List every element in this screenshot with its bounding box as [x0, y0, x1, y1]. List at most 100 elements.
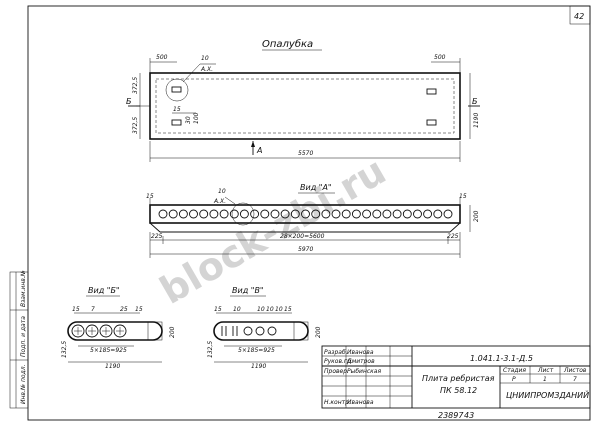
role-3: Провер.: [324, 368, 349, 375]
view-b-dim-spacing: 5×185=925: [90, 347, 127, 354]
view-a-dim-top-left: 15: [146, 193, 154, 200]
view-a-callout-sub: А.Х.: [213, 198, 226, 205]
name-4: Иванова: [347, 399, 374, 406]
view-v-dim-height: 200: [315, 326, 322, 338]
view-a-dim-height: 200: [473, 210, 480, 222]
role-1: Разраб.: [324, 349, 348, 356]
plan-dim-top-right: 500: [434, 54, 446, 61]
rib-hole: [311, 209, 321, 219]
view-a-dim-top-right: 15: [459, 193, 467, 200]
end-rib-v-hatch: [293, 321, 309, 341]
rib-hole: [301, 209, 310, 219]
sheet-frame: [27, 5, 591, 421]
plan-dim-left-upper: 372,5: [132, 77, 139, 94]
view-b-dim-left: 132,5: [61, 341, 68, 358]
watermark: block-zbi.ru: [153, 148, 394, 312]
view-b-dim-4: 15: [135, 306, 143, 313]
view-a-dim-spacing: 28×200=5600: [280, 233, 325, 240]
formwork-title: Опалубка: [262, 38, 313, 50]
view-a: Вид "А" 10 А.Х. 15 15 225 28×200=5600 22…: [146, 183, 480, 258]
view-v-title: Вид "В": [232, 286, 264, 295]
inventory-number: 23897: [438, 411, 464, 420]
plan-dim-height: 1190: [473, 113, 480, 128]
rib-hole: [362, 209, 372, 219]
binding-label-3: Инв.№ подл.: [20, 364, 27, 404]
lifting-loop: [426, 88, 437, 95]
slab-outline: [149, 72, 461, 140]
rib-hole: [341, 209, 351, 219]
formwork-plan: Опалубка 10 А.Х. 500 500 372,5 372,5 15 …: [126, 38, 480, 162]
rib-hole: [250, 209, 260, 219]
sheet-number-box: [569, 5, 591, 25]
view-v-dim-5: 10: [275, 306, 283, 313]
lifting-loop: [426, 119, 437, 126]
rib-hole: [321, 209, 331, 219]
plan-section-right: Б: [472, 97, 478, 106]
lifting-loop-detail: [165, 78, 189, 102]
bottom-sheet-number: 43: [464, 411, 474, 420]
rib-hole: [229, 209, 239, 219]
rib-hole: [158, 209, 168, 219]
organization: ЦНИИПРОМЗДАНИЙ: [506, 389, 589, 400]
rib-hole: [433, 209, 443, 219]
sheet-number: 42: [574, 12, 584, 21]
view-b-dim-2: 7: [91, 306, 95, 313]
rib-hole: [209, 209, 219, 219]
lifting-loop: [171, 119, 182, 126]
plan-dim-small: 100: [193, 112, 200, 124]
binding-strip: Взам.инв.№ Подп. и дата Инв.№ подл.: [9, 270, 29, 409]
product-name-1: Плита ребристая: [422, 374, 495, 383]
sheet-value: 1: [543, 376, 547, 383]
view-v: Вид "В" 15 10 10 10 10 15 132,5 5×185=92…: [207, 286, 322, 370]
stage-label: Стадия: [503, 367, 526, 374]
role-4: Н.контр.: [324, 399, 351, 406]
rib-hole: [392, 209, 402, 219]
name-3: Рыбинская: [347, 368, 381, 375]
rib-elevation: [149, 204, 461, 224]
plan-callout-no: 10: [201, 55, 209, 62]
view-b-dim-3: 25: [120, 306, 128, 313]
view-v-dim-3: 10: [257, 306, 265, 313]
plan-dim-hole-b: 30: [185, 116, 192, 124]
rib-hole: [402, 209, 412, 219]
plan-dim-top-left: 500: [156, 54, 168, 61]
rib-hole: [382, 209, 392, 219]
title-code: 1.041.1-3.1-Д.5: [470, 354, 533, 363]
plan-view-marker: А: [256, 146, 262, 155]
view-a-detail-circle: [231, 202, 255, 226]
view-v-dim-left: 132,5: [207, 341, 214, 358]
sheets-label: Листов: [563, 367, 587, 374]
rib-hole: [280, 209, 290, 219]
rib-hole: [219, 209, 229, 219]
sheet-label: Лист: [537, 367, 554, 374]
plan-section-left: Б: [126, 97, 132, 106]
plan-dim-hole-a: 15: [173, 106, 181, 113]
view-b: Вид "Б" 15 7 25 15 132,5 5×185=925 1190 …: [61, 286, 176, 370]
rib-hole: [260, 209, 270, 219]
view-v-dim-total: 1190: [251, 363, 266, 370]
name-1: Иванова: [347, 349, 374, 356]
rib-hole: [239, 209, 249, 219]
rib-hole: [351, 209, 361, 219]
view-v-dim-2: 10: [233, 306, 241, 313]
name-2: Дмитров: [346, 358, 375, 365]
rib-hole: [331, 209, 341, 219]
slab-inner-edge: [155, 78, 455, 134]
rib-hole: [168, 209, 178, 219]
view-a-callout-no: 10: [218, 188, 226, 195]
binding-label-2: Подп. и дата: [20, 316, 27, 357]
plan-callout-sub: А.Х.: [200, 66, 213, 73]
binding-label-1: Взам.инв.№: [20, 270, 27, 307]
view-v-dim-1: 15: [214, 306, 222, 313]
rib-hole: [270, 209, 280, 219]
rib-holes: [158, 209, 453, 219]
rib-hole: [372, 209, 382, 219]
title-block: 1.041.1-3.1-Д.5 Разраб. Руков.гр. Провер…: [321, 345, 591, 409]
view-a-title: Вид "А": [300, 183, 332, 192]
stage-value: Р: [512, 376, 516, 383]
lifting-loop: [171, 86, 182, 93]
rib-hole: [178, 209, 188, 219]
product-name-2: ПК 58.12: [440, 386, 477, 395]
rib-hole: [199, 209, 209, 219]
